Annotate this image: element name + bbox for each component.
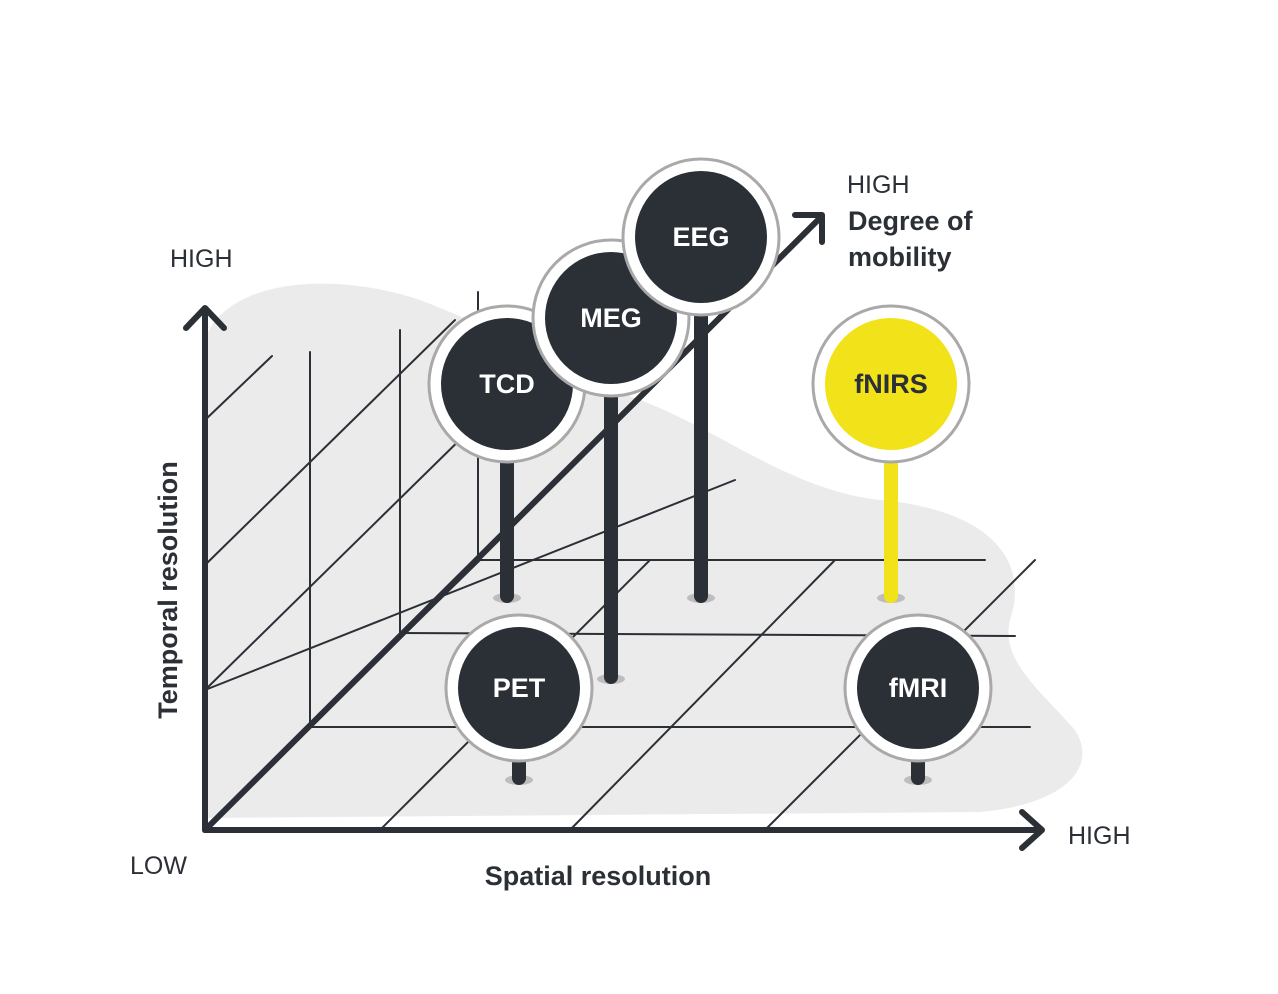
pin-tcd-label: TCD	[479, 369, 535, 399]
x-axis-high-label: HIGH	[1068, 822, 1131, 850]
z-axis-high-label: HIGH	[847, 171, 910, 199]
pin-fmri: fMRI	[843, 613, 993, 785]
technique-pins: PET fMRI TCD MEG EEG fNIRS	[427, 157, 993, 785]
x-axis-arrowhead	[1019, 809, 1045, 851]
pin-fmri-label: fMRI	[889, 673, 947, 703]
pin-fmri-head	[857, 627, 979, 749]
pin-pet-head	[458, 627, 580, 749]
y-axis-arrowhead	[183, 305, 227, 331]
x-axis-title: Spatial resolution	[485, 861, 712, 891]
pin-fnirs-head	[825, 318, 957, 450]
pin-fnirs-label: fNIRS	[854, 369, 928, 399]
y-axis-high-label: HIGH	[170, 245, 233, 273]
z-axis-title-line2: mobility	[848, 242, 952, 272]
pin-pet: PET	[444, 613, 594, 785]
x-axis-low-label: LOW	[130, 852, 187, 880]
pin-fnirs: fNIRS	[811, 304, 971, 603]
pin-eeg: EEG	[621, 157, 781, 603]
pin-eeg-head	[635, 171, 767, 303]
pin-pet-label: PET	[493, 673, 546, 703]
z-axis-title-line1: Degree of	[848, 206, 974, 236]
y-axis-title: Temporal resolution	[153, 461, 183, 719]
pin-eeg-label: EEG	[672, 222, 729, 252]
z-axis-arrowhead	[792, 212, 825, 245]
pin-meg-label: MEG	[580, 303, 642, 333]
